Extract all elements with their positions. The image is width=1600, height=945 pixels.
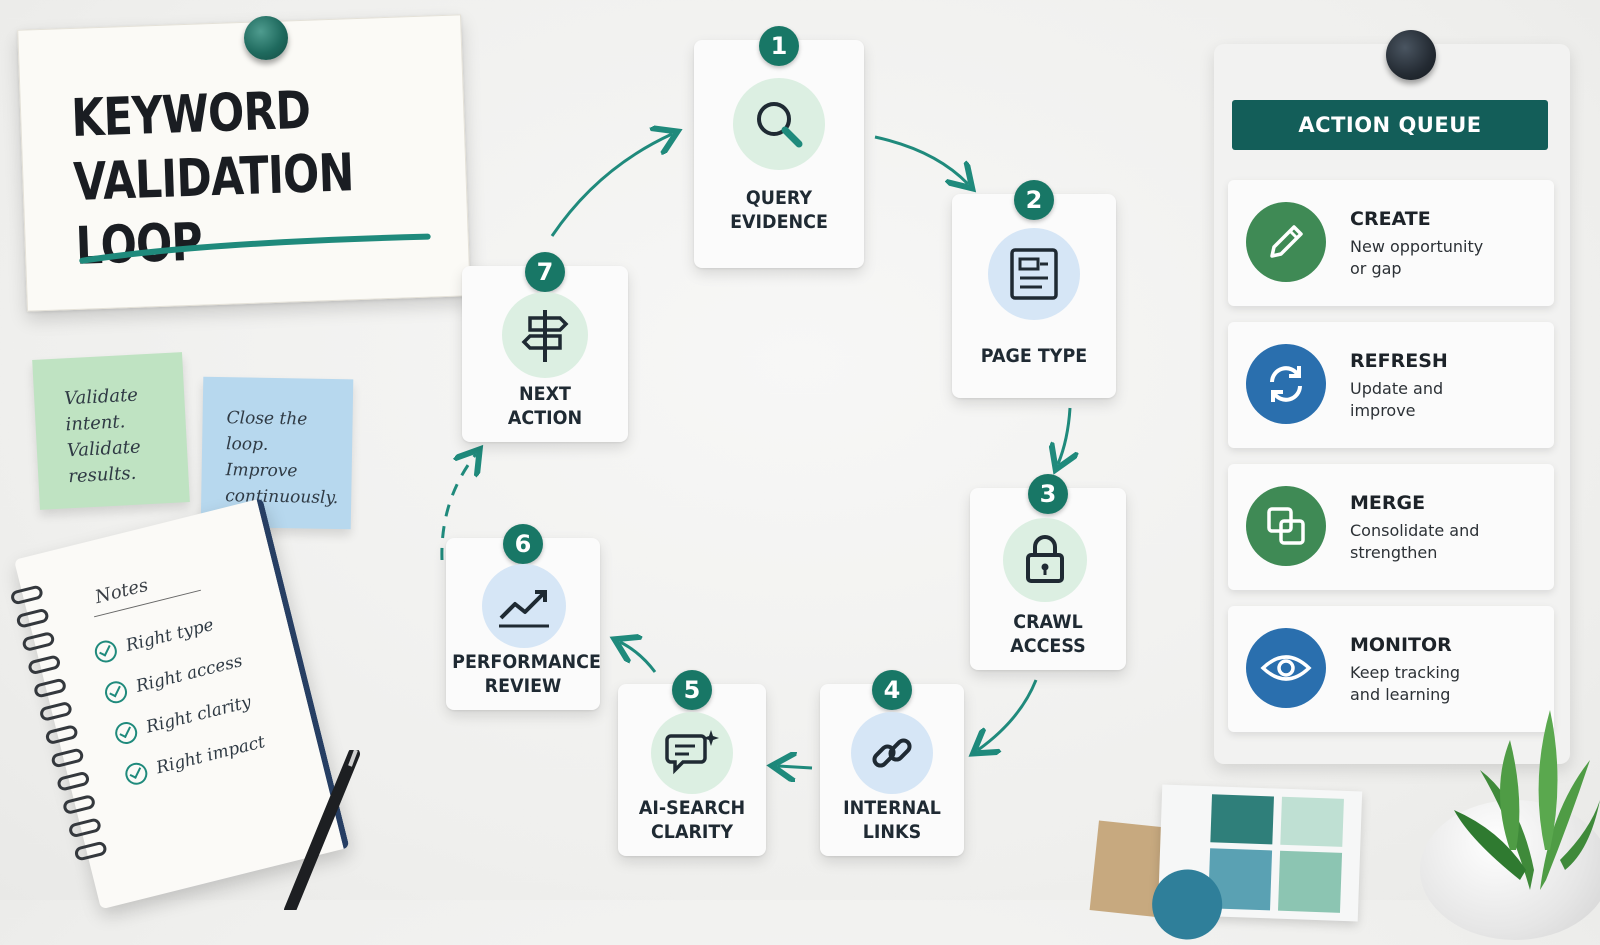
step-card-ai-search-clarity: 5 AI-SEARCH CLARITY (618, 670, 766, 856)
arrow-2-to-3-icon (1058, 407, 1070, 464)
step-card-crawl-access: 3 CRAWL ACCESS (970, 474, 1126, 670)
step-label-line: REVIEW (484, 675, 562, 697)
step-number-badge: 4 (872, 670, 912, 710)
arrow-1-to-2-icon (874, 135, 968, 184)
step-number-badge: 3 (1028, 474, 1068, 514)
step-card-page-type: 2 PAGE TYPE (952, 180, 1116, 398)
pencil-icon (1270, 225, 1303, 258)
title-card: KEYWORD VALIDATION LOOP (17, 14, 471, 312)
queue-item-monitor[interactable]: MONITOR Keep tracking and learning (1228, 606, 1554, 732)
teal-pushpin-icon (244, 16, 288, 60)
queue-item-title: CREATE (1350, 208, 1431, 230)
document-layout-icon (1010, 248, 1058, 300)
step-label-line: CRAWL (1013, 611, 1083, 633)
queue-icon-circle (1246, 628, 1326, 708)
queue-icon-circle (1246, 486, 1326, 566)
action-queue-header: ACTION QUEUE (1232, 100, 1548, 150)
step-icon-circle (502, 292, 588, 378)
queue-item-desc: New opportunity or gap (1350, 236, 1550, 280)
queue-item-refresh[interactable]: REFRESH Update and improve (1228, 322, 1554, 448)
arrow-5-to-6-icon (620, 642, 657, 673)
title-underline-icon (79, 233, 431, 264)
step-icon-circle (733, 78, 825, 170)
step-icon-circle (651, 712, 733, 794)
step-label: INTERNAL LINKS (826, 796, 958, 844)
cycle-arrows (440, 0, 1600, 900)
queue-desc-line: New opportunity (1350, 237, 1484, 256)
arrow-3-to-4-icon (978, 679, 1038, 750)
step-label-line: ACTION (507, 407, 583, 429)
swatch (1277, 850, 1343, 913)
step-label-line: ACCESS (1010, 635, 1086, 657)
swatch (1210, 794, 1274, 845)
queue-desc-line: and learning (1350, 685, 1451, 704)
trend-up-icon (499, 590, 549, 628)
step-label-line: AI-SEARCH (638, 797, 746, 819)
step-number-badge: 1 (759, 26, 799, 66)
step-icon-circle (1003, 518, 1087, 602)
step-label: PERFORMANCE REVIEW (452, 650, 601, 698)
queue-desc-line: Update and (1350, 379, 1444, 398)
refresh-icon (1270, 366, 1302, 402)
step-label-line: NEXT (519, 383, 571, 405)
merge-squares-icon (1267, 507, 1305, 545)
step-number-badge: 7 (525, 252, 565, 292)
arrow-4-to-5-icon (778, 766, 813, 768)
queue-desc-line: strengthen (1350, 543, 1438, 562)
step-label: CRAWL ACCESS (976, 610, 1120, 658)
step-number-badge: 6 (503, 524, 543, 564)
queue-item-title: MERGE (1350, 492, 1426, 514)
queue-icon-circle (1246, 344, 1326, 424)
step-label-line: CLARITY (650, 821, 734, 843)
step-label: PAGE TYPE (959, 344, 1110, 368)
step-card-performance-review: 6 PERFORMANCE REVIEW (446, 524, 601, 710)
queue-desc-line: or gap (1350, 259, 1402, 278)
dark-pushpin-icon (1386, 30, 1436, 80)
step-number-badge: 5 (672, 670, 712, 710)
queue-item-title: MONITOR (1350, 634, 1452, 656)
queue-item-desc: Keep tracking and learning (1350, 662, 1550, 706)
step-card-next-action: 7 NEXT ACTION (462, 252, 628, 442)
step-icon-circle (482, 564, 566, 648)
step-label-line: INTERNAL (843, 797, 941, 819)
link-icon (872, 738, 912, 768)
step-number-badge: 2 (1014, 180, 1054, 220)
queue-item-desc: Consolidate and strengthen (1350, 520, 1550, 564)
arrow-7-to-1-icon (550, 134, 672, 237)
pen-icon (284, 750, 360, 910)
step-card-internal-links: 4 INTERNAL LINKS (820, 670, 964, 856)
step-icon-circle (851, 712, 933, 794)
color-swatch-card (1150, 784, 1363, 941)
step-label-line: PERFORMANCE (452, 651, 601, 673)
step-label: NEXT ACTION (469, 382, 622, 430)
queue-icon-circle (1246, 202, 1326, 282)
step-icon-circle (988, 228, 1080, 320)
queue-item-merge[interactable]: MERGE Consolidate and strengthen (1228, 464, 1554, 590)
queue-item-desc: Update and improve (1350, 378, 1550, 422)
lock-icon (1026, 535, 1064, 583)
step-label-line: PAGE TYPE (980, 345, 1088, 367)
step-label: AI-SEARCH CLARITY (624, 796, 760, 844)
step-card-query-evidence: 1 QUERY EVIDENCE (694, 26, 864, 268)
eye-icon (1260, 655, 1312, 681)
swatch (1280, 796, 1344, 847)
queue-desc-line: Keep tracking (1350, 663, 1461, 682)
signpost-icon (521, 310, 569, 362)
magnifier-icon (757, 102, 803, 148)
step-label-line: LINKS (862, 821, 922, 843)
queue-desc-line: Consolidate and (1350, 521, 1480, 540)
step-label-line: EVIDENCE (730, 211, 828, 233)
step-label-line: QUERY (745, 187, 813, 209)
chat-sparkle-icon (665, 730, 719, 775)
plant-leaves-icon (1454, 710, 1600, 890)
step-label: QUERY EVIDENCE (701, 186, 857, 234)
queue-item-create[interactable]: CREATE New opportunity or gap (1228, 180, 1554, 306)
queue-item-title: REFRESH (1350, 350, 1448, 372)
queue-desc-line: improve (1350, 401, 1416, 420)
